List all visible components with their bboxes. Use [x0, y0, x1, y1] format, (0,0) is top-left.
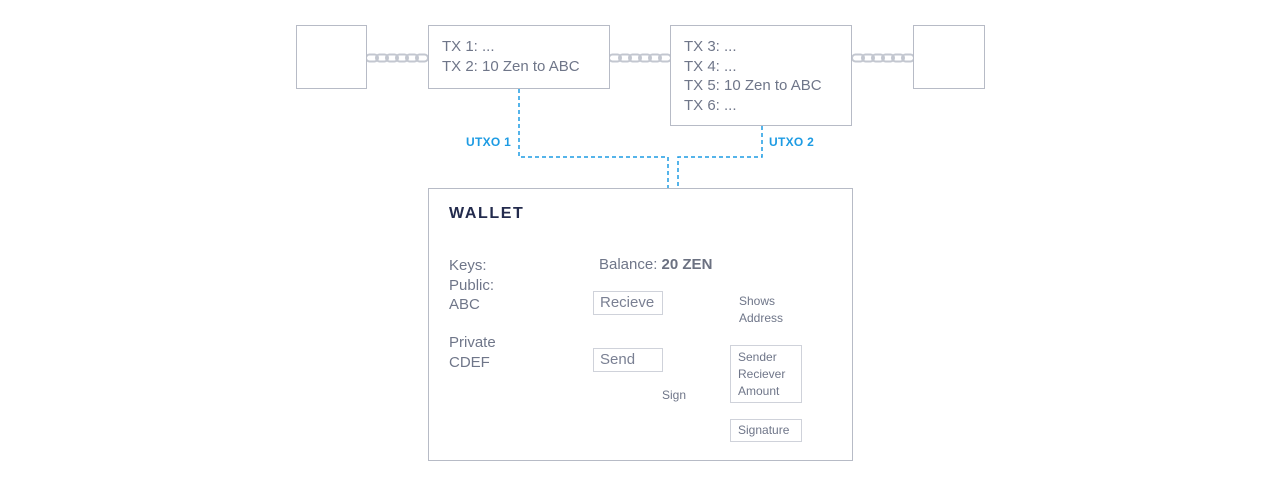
utxo-1-path: [518, 89, 673, 251]
tx-line: TX 4: ...: [684, 57, 737, 75]
signature-box: Signature: [730, 419, 802, 442]
chain-link-icon: [365, 53, 429, 63]
amount-field: Amount: [738, 384, 780, 398]
shows-text: Shows: [739, 294, 776, 308]
keys-section: Keys: Public: ABC: [449, 256, 494, 315]
tx-line: TX 3: ...: [684, 38, 737, 55]
keys-label: Keys:: [449, 257, 487, 274]
transaction-fields-box: Sender Reciever Amount: [730, 345, 802, 403]
block-tx-3-6: [670, 25, 852, 126]
block-empty-left: [296, 25, 367, 89]
receive-button[interactable]: Recieve: [593, 291, 663, 315]
send-button[interactable]: Send: [593, 348, 663, 372]
public-key-label: Public:: [449, 276, 495, 294]
address-text: Address: [739, 311, 784, 325]
utxo-1-label: UTXO 1: [466, 135, 512, 149]
block-2-text: TX 1: ... TX 2: 10 Zen to ABC: [442, 37, 580, 76]
tx-line: TX 6: ...: [684, 96, 737, 114]
tx-line: TX 5: 10 Zen to ABC: [684, 77, 822, 94]
private-key-section: Private CDEF: [449, 333, 496, 372]
chain-link-icon: [851, 53, 915, 63]
tx-line: TX 1: ...: [442, 38, 495, 55]
sender-field: Sender: [738, 350, 777, 364]
private-key-value: CDEF: [449, 353, 490, 371]
utxo-2-label: UTXO 2: [769, 135, 815, 149]
balance-value: 20 ZEN: [661, 256, 713, 273]
block-3-text: TX 3: ... TX 4: ... TX 5: 10 Zen to ABC …: [684, 37, 822, 115]
wallet-panel: [428, 188, 853, 461]
balance: Balance: 20 ZEN: [599, 256, 712, 273]
block-empty-right: [913, 25, 985, 89]
sign-label: Sign: [662, 388, 687, 402]
balance-label: Balance:: [599, 256, 658, 273]
wallet-title: WALLET: [449, 205, 525, 222]
private-key-label: Private: [449, 334, 496, 351]
tx-line: TX 2: 10 Zen to ABC: [442, 57, 580, 75]
shows-address-text: Shows Address: [739, 293, 783, 327]
public-key-value: ABC: [449, 296, 480, 313]
block-tx-1-2: [428, 25, 610, 89]
receiver-field: Reciever: [738, 367, 786, 381]
chain-link-icon: [608, 53, 672, 63]
